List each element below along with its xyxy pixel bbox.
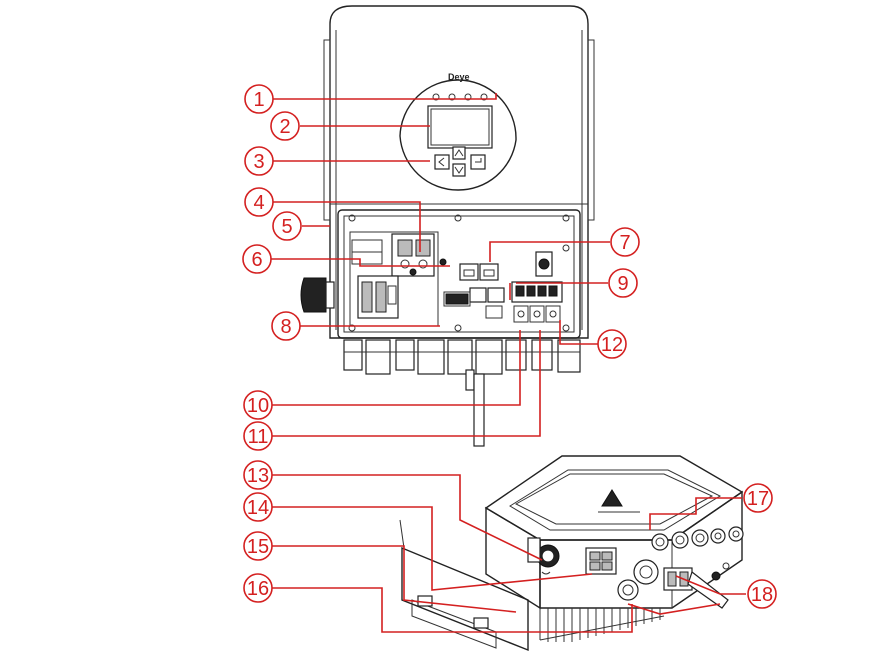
cable-gland	[710, 528, 726, 544]
wiring-compartment	[300, 209, 581, 339]
callout-10: 10	[243, 390, 273, 420]
brand-logo-text: Deye	[448, 72, 470, 82]
inverter-underside-view	[399, 455, 744, 652]
callout-circle	[243, 492, 273, 522]
lcd-screen	[427, 105, 493, 149]
callout-number: 13	[247, 465, 269, 487]
callout-circle	[243, 390, 273, 420]
leader-lines	[270, 93, 746, 633]
callout-circle	[243, 573, 273, 603]
callout-number: 4	[253, 192, 264, 214]
up-button	[452, 146, 466, 160]
callout-circle	[271, 311, 301, 341]
rj45-port	[469, 287, 487, 303]
callout-11: 11	[243, 421, 273, 451]
callout-circle	[597, 329, 627, 359]
callout-number: 9	[617, 273, 628, 295]
callout-circle	[242, 244, 272, 274]
inverter-front-view: Deye	[300, 5, 595, 447]
mounting-bracket	[401, 546, 529, 652]
callout-circle	[244, 84, 274, 114]
rj45-port	[459, 263, 479, 281]
cable-gland	[728, 526, 744, 542]
heat-sink	[539, 608, 665, 642]
callout-circle	[747, 579, 777, 609]
callout-9: 9	[608, 268, 638, 298]
dc-switch-knob	[300, 277, 327, 313]
cable-glands	[343, 339, 581, 447]
callout-13: 13	[243, 460, 273, 490]
callout-number: 15	[247, 536, 269, 558]
cable-gland	[671, 531, 689, 549]
cable-gland	[651, 533, 669, 551]
callout-number: 17	[747, 488, 769, 510]
callout-18: 18	[747, 579, 777, 609]
callout-circle	[244, 146, 274, 176]
esc-button	[434, 154, 450, 170]
callout-2: 2	[270, 111, 300, 141]
callout-number: 2	[279, 116, 290, 138]
callout-number: 10	[247, 395, 269, 417]
callout-8: 8	[271, 311, 301, 341]
callout-7: 7	[610, 227, 640, 257]
callout-number: 14	[247, 497, 269, 519]
dip-switch	[445, 293, 469, 305]
callout-circle	[743, 483, 773, 513]
callout-number: 5	[281, 216, 292, 238]
display-panel: Deye	[399, 72, 517, 191]
callout-number: 3	[253, 151, 264, 173]
callout-circle	[244, 187, 274, 217]
callout-4: 4	[244, 187, 274, 217]
callout-circle	[243, 421, 273, 451]
cable-gland	[633, 559, 659, 585]
callout-number: 18	[751, 584, 773, 606]
callout-14: 14	[243, 492, 273, 522]
callout-number: 12	[601, 334, 623, 356]
callout-circle	[610, 227, 640, 257]
callout-17: 17	[743, 483, 773, 513]
led-indicator	[448, 93, 456, 101]
callout-6: 6	[242, 244, 272, 274]
callout-12: 12	[597, 329, 627, 359]
callout-circle	[270, 111, 300, 141]
callout-3: 3	[244, 146, 274, 176]
callout-number: 7	[619, 232, 630, 254]
callout-circle	[243, 460, 273, 490]
callout-number: 1	[253, 89, 264, 111]
callout-1: 1	[244, 84, 274, 114]
warning-icon	[601, 489, 623, 507]
led-indicator	[464, 93, 472, 101]
callout-number: 11	[248, 426, 269, 448]
cable-gland	[617, 579, 639, 601]
callout-number: 6	[251, 249, 262, 271]
callout-circle	[243, 531, 273, 561]
rj45-port	[487, 287, 505, 303]
rj45-port	[479, 263, 499, 281]
callout-15: 15	[243, 531, 273, 561]
callout-number: 16	[247, 578, 269, 600]
cable-gland	[691, 529, 709, 547]
callout-number: 8	[280, 316, 291, 338]
callout-16: 16	[243, 573, 273, 603]
callout-circle	[608, 268, 638, 298]
callout-circle	[272, 211, 302, 241]
down-button	[452, 163, 466, 177]
callout-5: 5	[272, 211, 302, 241]
led-indicator	[480, 93, 488, 101]
led-indicator	[432, 93, 440, 101]
